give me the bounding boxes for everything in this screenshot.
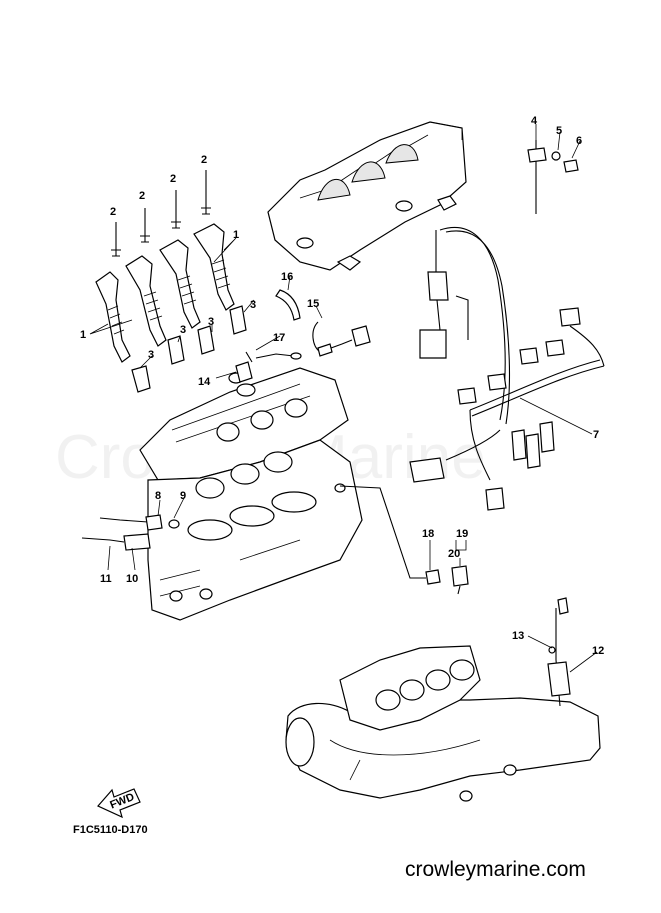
- cam-sensor: [235, 351, 302, 383]
- callout-3: 3: [180, 324, 186, 336]
- exhaust-manifold: [285, 597, 601, 802]
- callout-2: 2: [110, 206, 116, 218]
- callout-2: 2: [139, 190, 145, 202]
- callout-4: 4: [531, 115, 538, 127]
- intake-manifold: [267, 121, 467, 271]
- callout-11: 11: [100, 573, 112, 585]
- callout-6: 6: [576, 135, 582, 147]
- callout-13: 13: [512, 630, 524, 642]
- wiring-harness: [409, 226, 605, 511]
- callout-3: 3: [148, 349, 154, 361]
- callout-18: 18: [422, 528, 434, 540]
- callout-15: 15: [307, 298, 319, 310]
- leader-lines: [89, 124, 598, 673]
- callout-14: 14: [198, 376, 211, 388]
- callout-17: 17: [273, 332, 285, 344]
- pressure-sensors: [339, 485, 469, 595]
- callouts: 2 2 2 2 1 1 3 3 3 3 16 15 17 14 4 5 6 7 …: [80, 115, 604, 657]
- callout-7: 7: [593, 429, 599, 441]
- fwd-arrow-icon: FWD: [97, 788, 141, 819]
- callout-1: 1: [233, 229, 239, 241]
- callout-2: 2: [170, 173, 176, 185]
- callout-9: 9: [180, 490, 186, 502]
- callout-12: 12: [592, 645, 604, 657]
- cylinder-block: [147, 439, 363, 621]
- callout-3: 3: [208, 316, 214, 328]
- spark-plugs: [131, 305, 247, 393]
- callout-10: 10: [126, 573, 138, 585]
- callout-19: 19: [456, 528, 468, 540]
- coil-bolts: [111, 170, 211, 257]
- figure-code: F1C5110-D170: [73, 824, 148, 836]
- callout-8: 8: [155, 490, 161, 502]
- callout-20: 20: [448, 548, 460, 560]
- clamp-and-lead: [275, 289, 371, 357]
- temperature-sensors: [81, 514, 180, 551]
- ignition-coils: [95, 170, 235, 363]
- cylinder-head: [139, 367, 349, 481]
- harness-bracket: [527, 140, 579, 214]
- callout-1: 1: [80, 329, 86, 341]
- callout-2: 2: [201, 154, 207, 166]
- callout-5: 5: [556, 125, 562, 137]
- callout-16: 16: [281, 271, 293, 283]
- callout-3: 3: [250, 299, 256, 311]
- site-url: crowleymarine.com: [405, 858, 586, 881]
